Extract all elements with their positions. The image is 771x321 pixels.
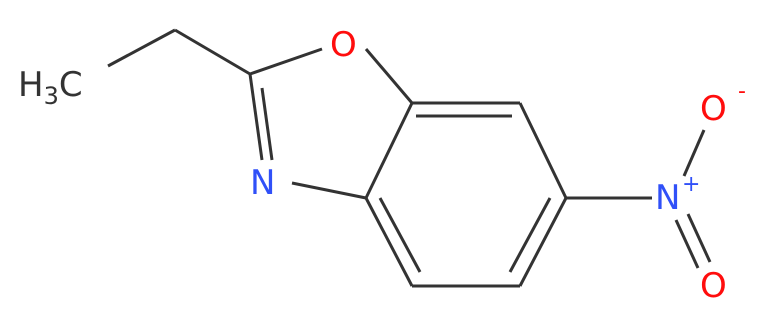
bond-c2-n3-a <box>248 73 264 161</box>
bond-nnitro-obottom-b <box>686 213 712 263</box>
bond-c6-c5-inner <box>508 197 552 273</box>
bond-c4-c3a <box>364 197 414 287</box>
methyl-label: H3C <box>18 65 83 110</box>
nitro-oxygen-bottom-label: O <box>700 266 727 306</box>
bonds <box>107 28 712 288</box>
bond-n3-c3a <box>291 181 367 200</box>
nitro-nitrogen-charge: + <box>682 172 700 197</box>
bond-c2-o1 <box>249 47 323 76</box>
bond-ch2-c2 <box>174 28 251 76</box>
bond-ch3-ch2 <box>107 28 176 68</box>
bond-nnitro-obottom-a <box>674 219 700 269</box>
ring-oxygen-label: O <box>330 25 357 65</box>
bond-c6-c5 <box>518 197 568 287</box>
bond-o1-c7a <box>364 48 414 104</box>
nitro-oxygen-top-charge: - <box>738 79 746 104</box>
bond-nnitro-otop <box>682 129 706 177</box>
bond-c7a-c3a <box>364 102 414 199</box>
bond-c7-c6 <box>518 102 568 199</box>
nitro-oxygen-top-label: O <box>700 89 727 129</box>
bond-c4-c3a-inner <box>378 197 422 273</box>
bond-c2-n3-b <box>260 87 274 161</box>
nitro-nitrogen-label: N <box>655 178 680 218</box>
ring-nitrogen-label: N <box>250 163 275 203</box>
